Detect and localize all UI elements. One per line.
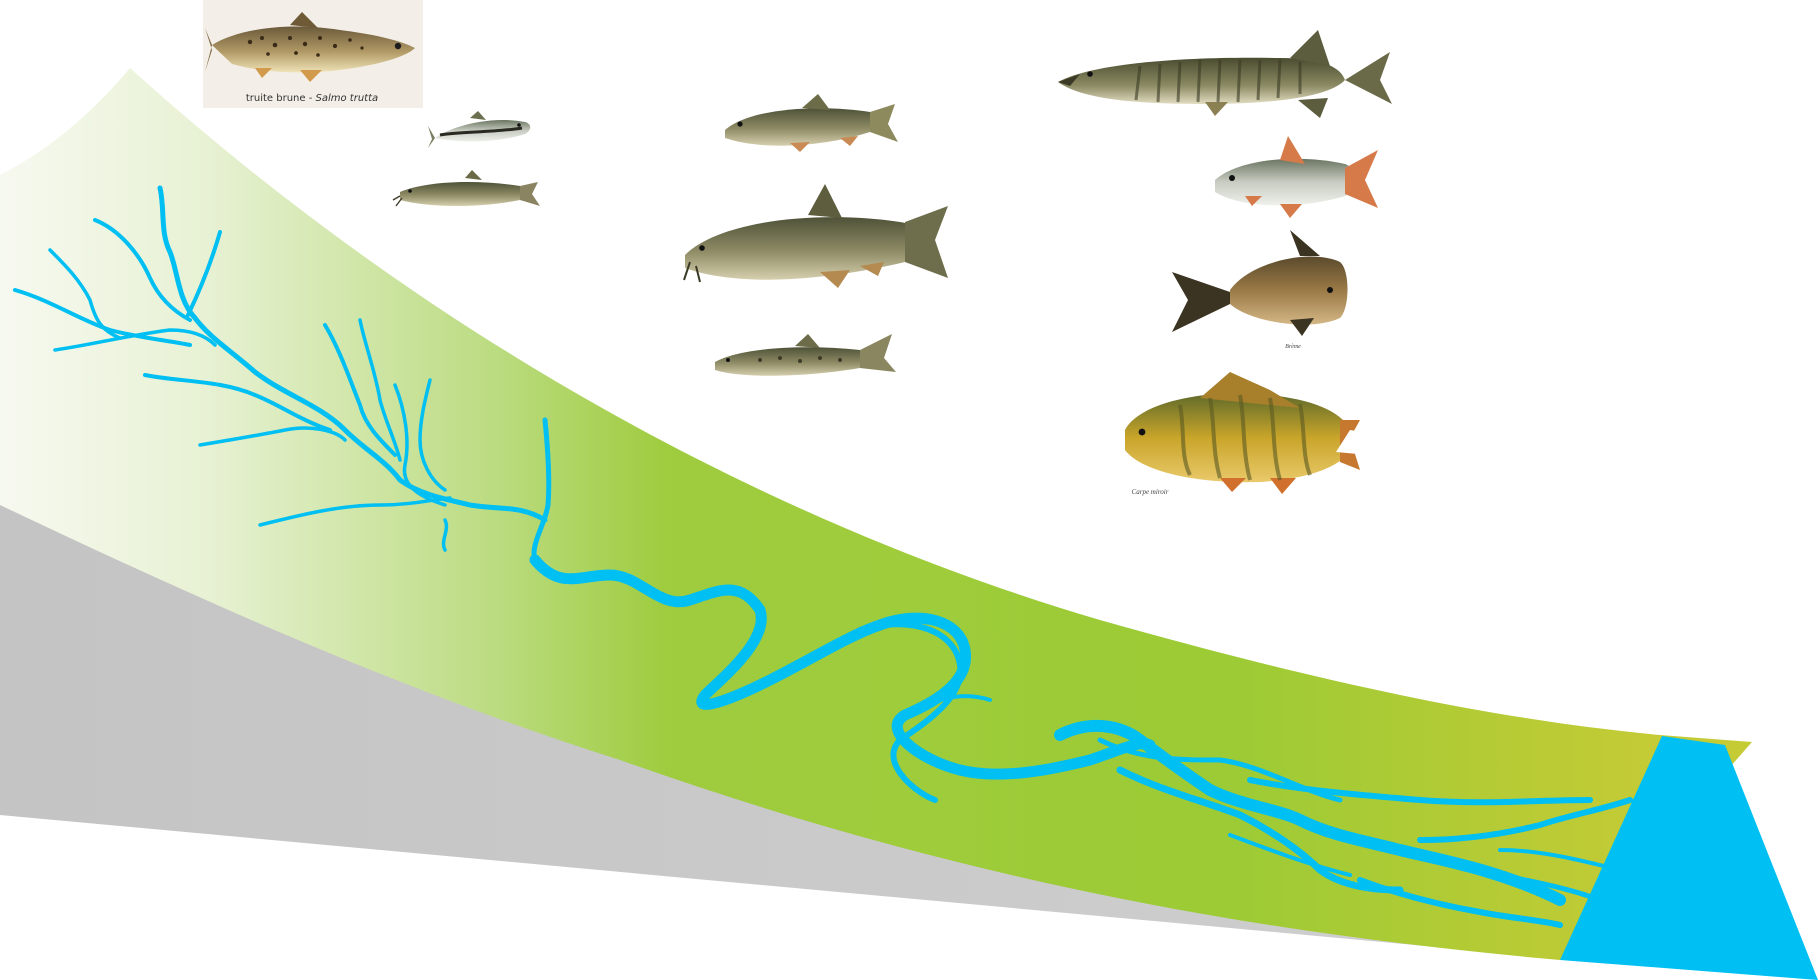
pike — [1058, 30, 1392, 118]
stone-loach — [393, 170, 540, 206]
trout-caption: truite brune - Salmo trutta — [246, 93, 378, 104]
barbel — [684, 184, 948, 288]
carp-caption: Carpe miroir — [1132, 488, 1169, 496]
mirror-carp: Carpe miroir — [1125, 372, 1362, 496]
minnow — [428, 111, 530, 148]
bream-caption: Brème — [1285, 344, 1301, 350]
bream: Brème — [1172, 230, 1348, 350]
rudd — [1215, 136, 1378, 218]
gudgeon — [715, 334, 896, 376]
brown-trout: truite brune - Salmo trutta — [203, 0, 423, 108]
chub — [725, 94, 898, 152]
